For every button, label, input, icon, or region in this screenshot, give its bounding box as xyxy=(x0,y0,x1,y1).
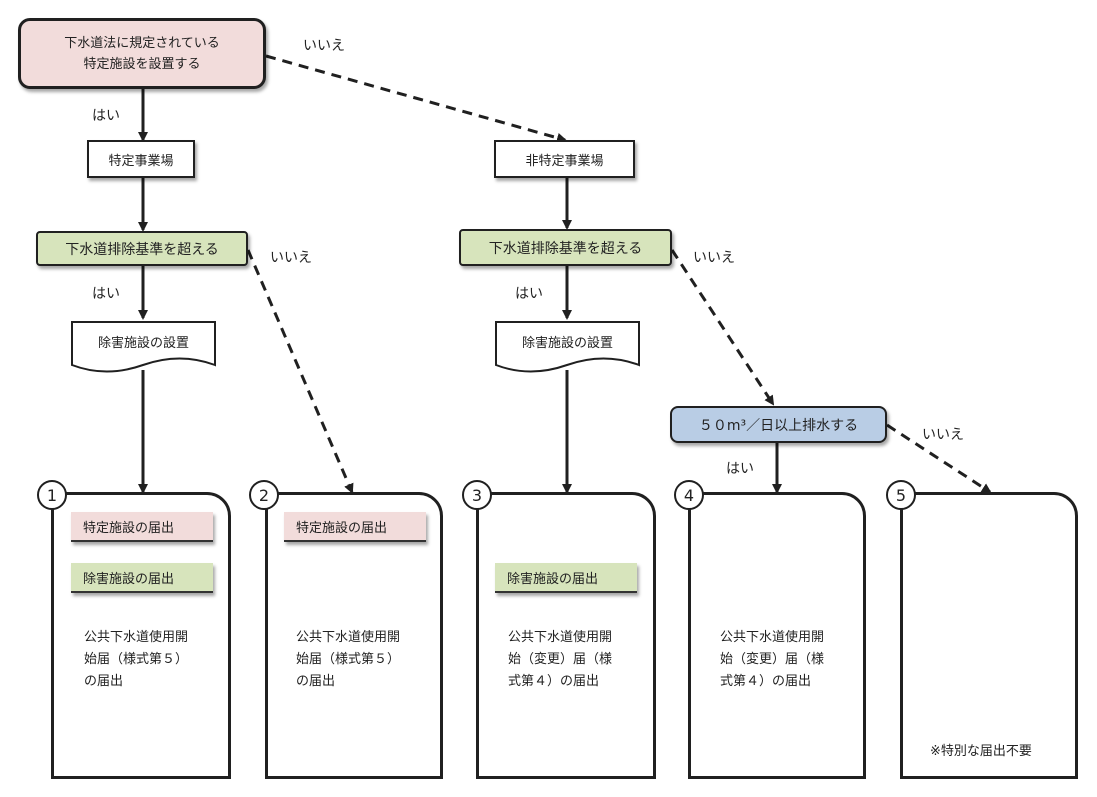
label-no-mid: いいえ xyxy=(693,250,735,266)
label-yes-left: はい xyxy=(92,286,120,302)
removal-facility-shape-right xyxy=(495,321,640,373)
specific-site-box: 特定事業場 xyxy=(87,140,195,178)
usage-notice-3: 公共下水道使用開 始（変更）届（様 式第４）の届出 xyxy=(496,617,637,707)
usage-4-line-3: 式第４）の届出 xyxy=(720,674,812,689)
usage-2-line-2: 始届（様式第５） xyxy=(296,652,401,667)
tag-specific-facility-2: 特定施設の届出 xyxy=(284,512,426,542)
label-yes-start: はい xyxy=(92,108,120,124)
exceeds-standard-left-box: 下水道排除基準を超える xyxy=(36,231,248,266)
tag-removal-facility-1: 除害施設の届出 xyxy=(71,563,213,593)
discharge-50-box: ５０m³／日以上排水する xyxy=(670,406,887,443)
removal-facility-right-label: 除害施設の設置 xyxy=(521,335,613,351)
outcome-number-5: 5 xyxy=(886,480,916,510)
start-line-1: 下水道法に規定されている xyxy=(64,35,220,51)
usage-1-line-1: 公共下水道使用開 xyxy=(84,630,189,645)
usage-3-line-3: 式第４）の届出 xyxy=(508,674,600,689)
non-specific-site-label: 非特定事業場 xyxy=(525,153,604,169)
removal-facility-shape-left xyxy=(71,321,216,373)
start-question-box: 下水道法に規定されている 特定施設を設置する xyxy=(18,18,266,89)
non-specific-site-box: 非特定事業場 xyxy=(494,140,635,178)
specific-site-label: 特定事業場 xyxy=(108,153,174,169)
usage-2-line-3: の届出 xyxy=(296,674,336,689)
outcome-number-3: 3 xyxy=(462,480,492,510)
label-yes-50: はい xyxy=(726,461,754,477)
removal-facility-left-label: 除害施設の設置 xyxy=(97,335,189,351)
dashed-50-to-card5 xyxy=(886,423,992,494)
usage-1-line-3: の届出 xyxy=(84,674,124,689)
outcome-card-3 xyxy=(476,492,656,779)
dashed-standard-to-card2 xyxy=(246,249,354,494)
exceeds-standard-right-label: 下水道排除基準を超える xyxy=(488,240,643,257)
no-notice-required-note: ※特別な届出不要 xyxy=(930,744,1032,759)
label-no-50: いいえ xyxy=(922,427,964,443)
usage-notice-1: 公共下水道使用開 始届（様式第５） の届出 xyxy=(72,617,213,707)
outcome-number-2: 2 xyxy=(249,480,279,510)
outcome-number-1: 1 xyxy=(37,480,67,510)
usage-4-line-1: 公共下水道使用開 xyxy=(720,630,825,645)
usage-notice-4: 公共下水道使用開 始（変更）届（様 式第４）の届出 xyxy=(708,617,849,707)
dashed-start-to-nonspecific xyxy=(265,54,567,143)
exceeds-standard-left-label: 下水道排除基準を超える xyxy=(65,241,219,258)
start-line-2: 特定施設を設置する xyxy=(83,56,201,72)
tag-specific-facility-1: 特定施設の届出 xyxy=(71,512,213,542)
removal-facility-right: 除害施設の設置 xyxy=(496,322,639,360)
usage-4-line-2: 始（変更）届（様 xyxy=(720,652,825,667)
discharge-50-label: ５０m³／日以上排水する xyxy=(698,417,859,434)
exceeds-standard-right-box: 下水道排除基準を超える xyxy=(459,229,672,266)
usage-1-line-2: 始届（様式第５） xyxy=(84,652,189,667)
label-yes-mid: はい xyxy=(515,286,543,302)
usage-2-line-1: 公共下水道使用開 xyxy=(296,630,401,645)
outcome-card-4 xyxy=(688,492,866,779)
tag-removal-facility-3: 除害施設の届出 xyxy=(495,563,637,593)
usage-3-line-2: 始（変更）届（様 xyxy=(508,652,613,667)
label-no-left: いいえ xyxy=(270,250,312,266)
removal-facility-left: 除害施設の設置 xyxy=(72,322,215,360)
usage-3-line-1: 公共下水道使用開 xyxy=(508,630,613,645)
outcome-number-4: 4 xyxy=(674,480,704,510)
outcome-card-5 xyxy=(900,492,1078,779)
label-no-start: いいえ xyxy=(303,38,345,54)
dashed-standard-to-50 xyxy=(670,249,775,406)
usage-notice-2: 公共下水道使用開 始届（様式第５） の届出 xyxy=(284,617,425,707)
